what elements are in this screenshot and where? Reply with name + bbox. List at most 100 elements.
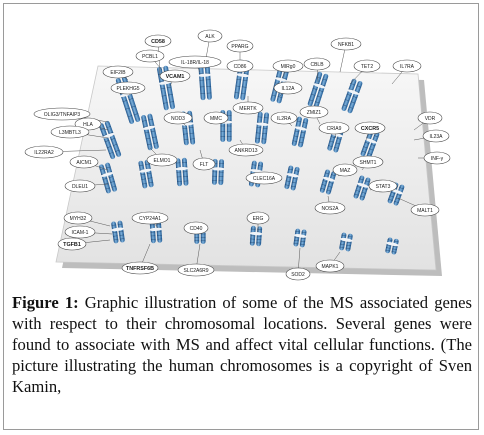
gene-bubble [318, 121, 350, 135]
gene-bubble [423, 151, 451, 165]
gene-bubble [228, 143, 264, 157]
caption-text: Graphic illustration of some of the MS a… [12, 293, 472, 396]
chromosome-band [261, 138, 267, 140]
chromosome-band [365, 180, 370, 183]
chromosome-band [312, 88, 318, 90]
gene-name: NOS2A [322, 206, 340, 212]
gene-label-mertk: MERTK [232, 101, 264, 115]
gene-bubble [226, 59, 254, 73]
chromosome-band [394, 200, 399, 204]
chromosome-pair [149, 220, 163, 244]
gene-label-cblb: CBLB [303, 57, 331, 71]
chromosome-band [322, 78, 328, 81]
gene-label-alk: ALK [197, 29, 223, 43]
gene-bubble [285, 267, 311, 281]
chromosome-pair [111, 220, 125, 244]
chromosome-band [146, 143, 152, 146]
chromosome-band [263, 117, 269, 119]
gene-bubble [168, 55, 222, 69]
gene-label-vdr: VDR [417, 111, 443, 125]
chromosome-band [363, 146, 368, 149]
chromosome-band [122, 100, 128, 102]
chromosome-band [105, 187, 111, 190]
chromosome-pair [98, 120, 122, 160]
chromosome-band [355, 189, 361, 192]
centromere [236, 73, 250, 78]
chromosome-band [340, 240, 346, 243]
chromosome-band [151, 136, 157, 138]
gene-label-il7ra: IL7RA [392, 59, 422, 73]
gene-name: CRIA9 [327, 126, 342, 132]
chromosome-band [182, 133, 188, 135]
chromosome-band [322, 180, 328, 183]
gene-label-icam1: ICAM-1 [64, 225, 96, 239]
chromosome-band [102, 177, 108, 180]
gene-name: CD86 [234, 64, 247, 70]
gene-bubble [64, 179, 96, 193]
gene-bubble [192, 157, 216, 171]
gene-name: TET2 [361, 64, 373, 70]
gene-bubble [177, 263, 215, 277]
centromere [356, 182, 370, 188]
gene-bubble [121, 261, 159, 275]
gene-bubble [203, 111, 229, 125]
chromosome-band [284, 184, 290, 186]
gene-name: TNFRSF6B [126, 266, 154, 272]
chromosome-band [127, 115, 133, 118]
chromosome-band [348, 106, 354, 109]
chromosome-band [102, 134, 108, 137]
gene-bubble [232, 101, 264, 115]
chromosome-band [373, 135, 379, 138]
chromosome-pair [175, 157, 189, 187]
gene-name: PLEKHG5 [116, 86, 139, 92]
chromosome-band [399, 187, 404, 190]
chromosome-band [128, 98, 134, 100]
gene-name: VDR [425, 116, 436, 122]
chromosome-band [112, 231, 118, 234]
gene-label-olig3: OLIG3/TNFAIP3 [33, 107, 91, 121]
gene-label-nfkb1: NFKB1 [330, 37, 362, 51]
chromosome-band [257, 165, 263, 167]
gene-name: HLA [83, 122, 93, 128]
chromosome-band [110, 181, 115, 183]
chromosome-band [393, 240, 399, 243]
chromosome-band [341, 234, 347, 237]
gene-name: MALT1 [417, 208, 433, 214]
gene-name: ERG [253, 216, 264, 222]
gene-label-l3mbtl3: L3MBTL3 [50, 125, 90, 139]
chromosome-band [106, 125, 112, 129]
gene-bubble [135, 49, 165, 63]
centromere [198, 73, 212, 77]
chromosome-band [298, 141, 304, 144]
gene-name: L3MBTL3 [59, 130, 81, 136]
gene-bubble [246, 211, 270, 225]
chromosome-band [386, 244, 392, 247]
gene-label-nod: NOD3 [163, 111, 193, 125]
chromosome-band [391, 251, 397, 253]
chromosome-band [308, 99, 314, 102]
chromosome-pair [341, 78, 363, 114]
chromosome-band [112, 235, 118, 237]
gene-name: MIRg0 [281, 64, 296, 70]
gene-label-il2ra: IL2RA [270, 111, 298, 125]
chromosome-band [342, 104, 348, 107]
chromosome-band [370, 144, 376, 147]
chromosome-pair [319, 169, 337, 195]
chromosome-band [104, 140, 110, 143]
chromosome-band [352, 96, 358, 99]
chromosome-pair [198, 59, 212, 101]
chromosome-band [256, 127, 262, 129]
chromosome-band [169, 101, 175, 103]
gene-name: IL12A [281, 86, 295, 92]
chromosome-band [339, 243, 345, 246]
gene-label-sod2: SOD2 [285, 267, 311, 281]
gene-label-mapk1: MAPK1 [315, 259, 345, 273]
centromere [313, 83, 326, 89]
gene-name: MERTK [239, 106, 257, 112]
chromosome-band [236, 78, 242, 81]
chromosome-band [296, 120, 302, 123]
gene-name: STAT3 [376, 184, 391, 190]
chromosome-band [320, 187, 326, 190]
chromosome-band [299, 243, 305, 245]
chromosome-band [293, 135, 299, 137]
